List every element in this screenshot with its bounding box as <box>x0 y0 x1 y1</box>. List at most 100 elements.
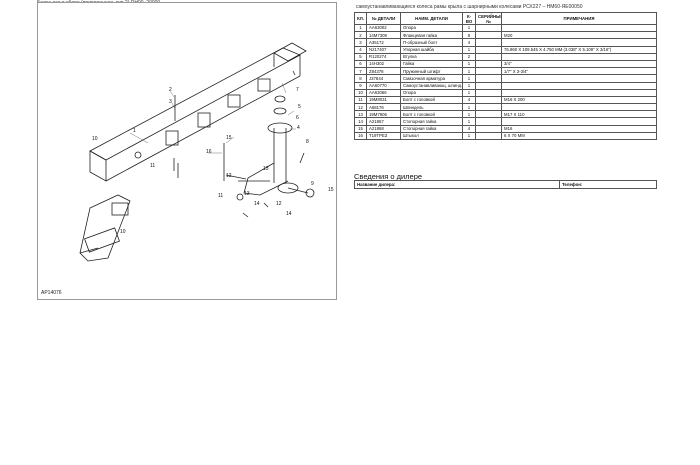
cell-part-no: 19М7906 <box>366 110 401 119</box>
callout-7: 7 <box>296 87 299 93</box>
callout-3: 3 <box>169 99 172 105</box>
cell-part-name: Болт с головкой <box>400 95 463 105</box>
thrust-washer <box>267 122 293 134</box>
cell-notes: 3/4" <box>501 59 657 69</box>
cell-serial <box>475 117 502 126</box>
cell-notes: М16 <box>501 124 657 133</box>
cell-part-no: N217407 <box>366 45 401 54</box>
dealer-name-field[interactable]: Название дилера: <box>354 180 560 189</box>
callout-12-lower: 12 <box>276 201 282 207</box>
callout-11: 11 <box>150 163 156 169</box>
callout-13: 13 <box>263 166 269 172</box>
dealer-phone-field[interactable]: Телефон: <box>559 180 657 189</box>
cell-qty: 1 <box>462 88 476 97</box>
callout-11-right: 11 <box>218 193 224 199</box>
cell-serial <box>475 67 502 76</box>
cell-part-no: 14М7309 <box>366 31 401 40</box>
cell-serial <box>475 31 502 40</box>
cell-qty: 8 <box>462 31 476 40</box>
cell-part-no: АА63066 <box>366 88 401 97</box>
callout-16: 16 <box>206 149 212 155</box>
cell-key: 2 <box>354 31 367 40</box>
beam-end-face <box>89 150 107 182</box>
cell-notes <box>501 103 657 112</box>
cell-serial <box>475 38 502 47</box>
cell-part-name: Штыкол <box>400 131 463 141</box>
cell-part-no: А21868 <box>366 124 401 133</box>
cell-part-no: АА63002 <box>366 23 401 33</box>
cell-key: 6 <box>354 59 367 69</box>
cell-key: 15 <box>354 124 367 133</box>
cell-part-no: Т19ТРЕЗ <box>366 131 401 141</box>
cell-serial <box>475 131 502 141</box>
cell-part-name: Болт с головкой <box>400 110 463 119</box>
clamp-plate <box>165 130 179 146</box>
cell-key: 8 <box>354 74 367 83</box>
cell-serial <box>475 110 502 119</box>
cell-part-no: J37844 <box>366 74 401 83</box>
dealer-row: Название дилера: Телефон: <box>354 180 657 189</box>
dealer-info-table: Название дилера: Телефон: <box>354 180 657 189</box>
cell-serial <box>475 124 502 133</box>
cell-part-name: Опора <box>400 23 463 33</box>
callout-10: 10 <box>92 136 98 142</box>
cell-notes <box>501 74 657 83</box>
callout-10-lower: 10 <box>120 229 126 235</box>
col-header-part-no: № ДЕТАЛИ <box>366 12 401 25</box>
cell-key: 10 <box>354 88 367 97</box>
cell-serial <box>475 95 502 105</box>
cell-qty: 4 <box>462 124 476 133</box>
callout-14-lower: 14 <box>286 211 292 217</box>
cell-key: 14 <box>354 117 367 126</box>
cell-qty: 1 <box>462 117 476 126</box>
cell-notes: 76.860 Х 109.545 Х 4.750 ММ (3.038" Х 5.… <box>501 45 657 54</box>
callout-15-lower: 15 <box>328 187 334 193</box>
cell-notes: 1/7" Х 3-3/4" <box>501 67 657 76</box>
col-header-serial: СЕРИЙНЫЙ № <box>475 12 502 25</box>
beam-top-face <box>89 47 301 161</box>
col-header-key: КЛ. <box>354 12 367 25</box>
cell-qty: 1 <box>462 67 476 76</box>
parts-table: КЛ. № ДЕТАЛИ НАИМ. ДЕТАЛИ К-ВО СЕРИЙНЫЙ … <box>354 12 657 141</box>
cell-key: 9 <box>354 81 367 90</box>
exploded-parts-diagram: 1 2 3 4 5 6 7 8 9 10 11 12 13 14 15 16 1… <box>37 2 337 300</box>
cell-part-name: Шпиндель <box>400 103 463 112</box>
cell-part-name: Стопорная гайка <box>400 124 463 133</box>
cell-qty: 1 <box>462 59 476 69</box>
cell-serial <box>475 45 502 54</box>
cell-notes <box>501 88 657 97</box>
cell-key: 13 <box>354 110 367 119</box>
cell-part-no: Z84378 <box>366 67 401 76</box>
cell-notes <box>501 23 657 33</box>
cell-qty: 1 <box>462 103 476 112</box>
cell-qty: 1 <box>462 131 476 141</box>
cell-qty: 2 <box>462 52 476 61</box>
cell-part-no: А68176 <box>366 103 401 112</box>
cell-part-no: А35172 <box>366 38 401 47</box>
cell-serial <box>475 23 502 33</box>
cell-qty: 1 <box>462 23 476 33</box>
callout-13-lower: 13 <box>244 191 250 197</box>
callout-9: 9 <box>311 181 314 187</box>
cell-notes <box>501 117 657 126</box>
cell-serial <box>475 103 502 112</box>
cell-part-no: 19М8031 <box>366 95 401 105</box>
cell-key: 3 <box>354 38 367 47</box>
cell-part-no: R120274 <box>366 52 401 61</box>
callout-12: 12 <box>226 173 232 179</box>
callout-5: 5 <box>298 104 301 110</box>
callout-15: 15 <box>226 135 232 141</box>
cell-part-name: Упорная шайба <box>400 45 463 54</box>
cell-notes <box>501 38 657 47</box>
callout-4: 4 <box>297 125 300 131</box>
cell-part-name: Опора <box>400 88 463 97</box>
